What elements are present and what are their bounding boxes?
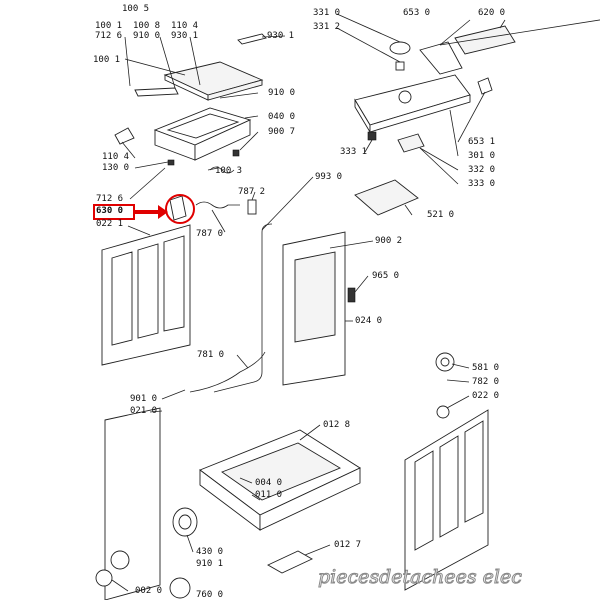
- label-9007: 900 7: [268, 127, 296, 137]
- label-3320: 332 0: [468, 165, 496, 175]
- highlight-box: [93, 204, 135, 220]
- clip-1104: [114, 127, 135, 145]
- part-6531: [477, 77, 493, 95]
- label-7820: 782 0: [472, 377, 500, 387]
- highlight-arrow: [133, 205, 168, 219]
- label-1008: 100 8: [133, 21, 161, 31]
- label-1005: 100 5: [122, 4, 150, 14]
- top-frame: [153, 107, 252, 161]
- label-5210: 521 0: [427, 210, 455, 220]
- part-3331: [367, 131, 377, 141]
- label-9930: 993 0: [315, 172, 343, 182]
- label-9010: 901 0: [130, 394, 158, 404]
- label-7870: 787 0: [196, 229, 224, 239]
- label-7872: 787 2: [238, 187, 266, 197]
- label-9100: 910 0: [133, 31, 161, 41]
- control-panel: [354, 74, 471, 134]
- bracket-6530: [419, 41, 463, 75]
- hose-7810: [189, 351, 266, 393]
- part-0020: [95, 569, 113, 587]
- label-3330: 333 0: [468, 179, 496, 189]
- label-3312: 331 2: [313, 22, 341, 32]
- front-panel: [104, 407, 161, 601]
- label-9301: 930 1: [171, 31, 199, 41]
- label-9101: 910 1: [196, 559, 224, 569]
- label-3010: 301 0: [468, 151, 496, 161]
- label-1300: 130 0: [102, 163, 130, 173]
- knob-3310: [389, 41, 411, 55]
- back-panel: [282, 231, 356, 386]
- label-0127: 012 7: [334, 540, 362, 550]
- pipe-9930: [213, 232, 263, 393]
- label-7600: 760 0: [196, 590, 224, 600]
- label-7126-b: 712 6: [96, 194, 124, 204]
- base-frame: [199, 429, 361, 531]
- part-0127: [267, 550, 313, 574]
- label-7810: 781 0: [197, 350, 225, 360]
- hinge-strip: [134, 87, 179, 97]
- label-0110: 011 0: [255, 490, 283, 500]
- label-6300-highlighted: 630 0: [96, 206, 124, 216]
- part-3320: [397, 133, 425, 153]
- label-3310: 331 0: [313, 8, 341, 18]
- label-9100-right: 910 0: [268, 88, 296, 98]
- label-9650: 965 0: [372, 271, 400, 281]
- label-6200: 620 0: [478, 8, 506, 18]
- board-6200: [454, 25, 516, 55]
- label-9002: 900 2: [375, 236, 403, 246]
- label-0020: 002 0: [135, 586, 163, 596]
- label-7126: 712 6: [95, 31, 123, 41]
- lid-hinge-bar: [237, 33, 267, 45]
- highlight-circle: [165, 194, 195, 224]
- label-9301-bar: 930 1: [267, 31, 295, 41]
- label-0128: 012 8: [323, 420, 351, 430]
- watermark: piecesdetachees elec: [318, 566, 523, 589]
- label-0220: 022 0: [472, 391, 500, 401]
- dispenser-5210: [354, 179, 419, 216]
- part-7600: [169, 577, 191, 599]
- spring-1003: [209, 166, 235, 174]
- part-630: [169, 195, 187, 221]
- clip-9007: [232, 149, 240, 157]
- label-1104-clip: 110 4: [102, 152, 130, 162]
- top-lid: [163, 61, 264, 101]
- label-1001-lid: 100 1: [93, 55, 121, 65]
- knob-3312: [395, 61, 405, 71]
- leader-lines: [111, 13, 600, 592]
- label-1104: 110 4: [171, 21, 199, 31]
- side-panel-right: [404, 409, 489, 591]
- label-0240: 024 0: [355, 316, 383, 326]
- label-1003: 100 3: [215, 166, 243, 176]
- label-3331: 333 1: [340, 147, 368, 157]
- label-5810: 581 0: [472, 363, 500, 373]
- hose-7870: [195, 201, 240, 209]
- label-0400: 040 0: [268, 112, 296, 122]
- label-4300: 430 0: [196, 547, 224, 557]
- label-0040: 004 0: [255, 478, 283, 488]
- clip-1300: [167, 159, 175, 166]
- connector-7872: [247, 199, 257, 215]
- label-6531: 653 1: [468, 137, 496, 147]
- label-0221: 022 1: [96, 219, 124, 229]
- label-6530: 653 0: [403, 8, 431, 18]
- label-1001: 100 1: [95, 21, 123, 31]
- label-0210: 021 0: [130, 406, 158, 416]
- cap-0220: [436, 405, 450, 419]
- side-panel-left: [101, 224, 191, 366]
